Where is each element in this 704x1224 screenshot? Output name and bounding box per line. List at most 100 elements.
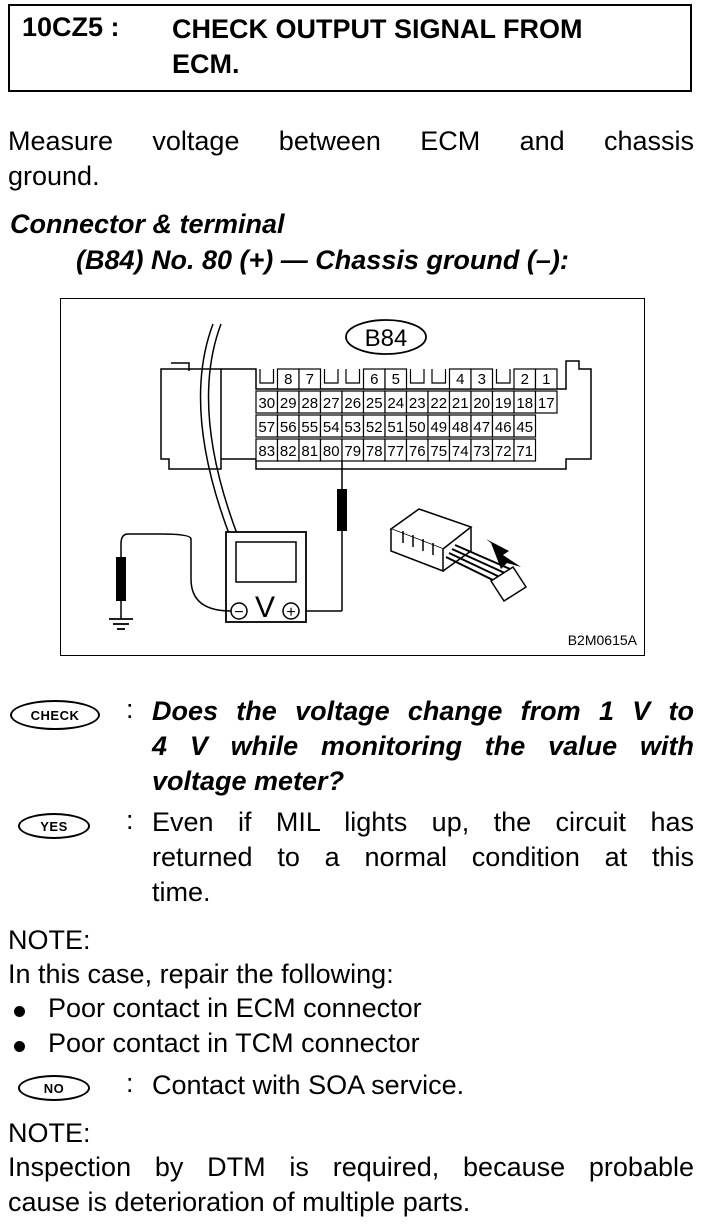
terminal-54: 54: [323, 419, 340, 436]
yes-colon: :: [126, 805, 134, 835]
terminal-45-cell: [513, 414, 537, 438]
terminal-6: 6: [370, 371, 378, 388]
terminal-18: 18: [516, 395, 533, 412]
terminal-28: 28: [301, 395, 318, 412]
note1-bullet1: Poor contact in ECM connector: [48, 993, 422, 1023]
yes-line1: Even if MIL lights up, the circuit has: [152, 807, 694, 837]
terminal-22: 22: [430, 395, 447, 412]
terminal-2: 2: [521, 371, 529, 388]
terminal-46: 46: [495, 419, 512, 436]
terminal-29: 29: [280, 395, 297, 412]
step-title-line2: ECM.: [172, 49, 240, 79]
step-title-line1: CHECK OUTPUT SIGNAL FROM: [172, 14, 583, 44]
terminal-51: 51: [387, 419, 404, 436]
terminal-3-cell: [470, 368, 494, 390]
figure-code: B2M0615A: [568, 632, 638, 648]
connector-label: B84: [365, 325, 408, 352]
note1-label: NOTE:: [8, 925, 91, 955]
yes-line3: time.: [152, 877, 211, 907]
terminal-7-cell: [298, 368, 322, 390]
terminal-5-cell: [384, 368, 408, 390]
step-code: 10CZ5 :: [22, 12, 120, 42]
terminal-23: 23: [409, 395, 426, 412]
meter-symbol: V: [255, 591, 275, 624]
backprobe-connector-icon: [389, 508, 528, 603]
yes-answer: Even if MIL lights up, the circuit has r…: [152, 805, 694, 910]
check-line3: voltage meter?: [152, 766, 345, 796]
step-title: CHECK OUTPUT SIGNAL FROM ECM.: [172, 12, 692, 82]
terminal-77: 77: [387, 443, 404, 460]
harness-curve-1: [199, 323, 232, 540]
terminal-5: 5: [392, 371, 400, 388]
ecm-body-left: [160, 368, 222, 470]
terminal-26: 26: [344, 395, 361, 412]
terminal-17-cell: [534, 390, 558, 414]
terminal-47: 47: [473, 419, 490, 436]
note1-bullet2: Poor contact in TCM connector: [48, 1028, 420, 1058]
terminal-81: 81: [301, 443, 318, 460]
terminal-24: 24: [387, 395, 404, 412]
terminal-21: 21: [452, 395, 469, 412]
terminal-83: 83: [258, 443, 275, 460]
terminal-7: 7: [306, 371, 314, 388]
bullet-dot-2: [14, 1041, 25, 1052]
note2-paragraph: Inspection by DTM is required, because p…: [8, 1150, 694, 1220]
harness-curve-2: [207, 323, 240, 540]
check-question: Does the voltage change from 1 V to 4 V …: [152, 694, 694, 799]
no-answer: Contact with SOA service.: [152, 1070, 465, 1100]
terminal-53: 53: [344, 419, 361, 436]
terminal-45: 45: [516, 419, 533, 436]
terminal-74: 74: [452, 443, 469, 460]
bullet-dot-1: [14, 1006, 25, 1017]
terminal-56: 56: [280, 419, 297, 436]
terminal-76: 76: [409, 443, 426, 460]
voltmeter-display: [235, 541, 297, 583]
terminal-20: 20: [473, 395, 490, 412]
terminal-1: 1: [542, 371, 550, 388]
yes-badge: YES: [18, 813, 90, 839]
negative-probe: [116, 557, 126, 601]
terminal-75: 75: [430, 443, 447, 460]
terminal-4: 4: [456, 371, 464, 388]
terminal-50: 50: [409, 419, 426, 436]
intro-paragraph: Measure voltage between ECM and chassis …: [8, 124, 694, 194]
terminal-25: 25: [366, 395, 383, 412]
no-badge: NO: [18, 1075, 90, 1101]
check-colon: :: [126, 694, 134, 724]
terminal-8: 8: [284, 371, 292, 388]
terminal-71: 71: [516, 443, 533, 460]
terminal-49: 49: [430, 419, 447, 436]
positive-probe: [337, 489, 347, 531]
terminal-72: 72: [495, 443, 512, 460]
meter-minus-label: −: [234, 604, 243, 621]
terminal-52: 52: [366, 419, 383, 436]
intro-line2: ground.: [8, 161, 100, 191]
terminal-1-cell: [534, 368, 558, 390]
check-badge: CHECK: [10, 700, 100, 730]
note2-line2: cause is deterioration of multiple parts…: [8, 1187, 471, 1217]
terminal-79: 79: [344, 443, 361, 460]
terminal-19: 19: [495, 395, 512, 412]
terminal-27: 27: [323, 395, 340, 412]
terminal-57: 57: [258, 419, 275, 436]
check-line2: 4 V while monitoring the value with: [152, 731, 694, 761]
terminal-71-cell: [513, 438, 537, 462]
yes-line2: returned to a normal condition at this: [152, 842, 694, 872]
terminal-78: 78: [366, 443, 383, 460]
connector-detail: (B84) No. 80 (+) — Chassis ground (–):: [76, 245, 569, 275]
connector-label-ellipse: [345, 319, 427, 355]
terminal-48: 48: [452, 419, 469, 436]
note2-label: NOTE:: [8, 1118, 91, 1148]
ground-icon: [109, 618, 133, 630]
arrow-icon: [486, 539, 521, 569]
note2-line1: Inspection by DTM is required, because p…: [8, 1152, 694, 1182]
terminal-82: 82: [280, 443, 297, 460]
intro-line1: Measure voltage between ECM and chassis: [8, 126, 694, 156]
terminal-73: 73: [473, 443, 490, 460]
terminal-55: 55: [301, 419, 318, 436]
check-line1: Does the voltage change from 1 V to: [152, 696, 694, 726]
connector-heading: Connector & terminal: [10, 209, 285, 239]
